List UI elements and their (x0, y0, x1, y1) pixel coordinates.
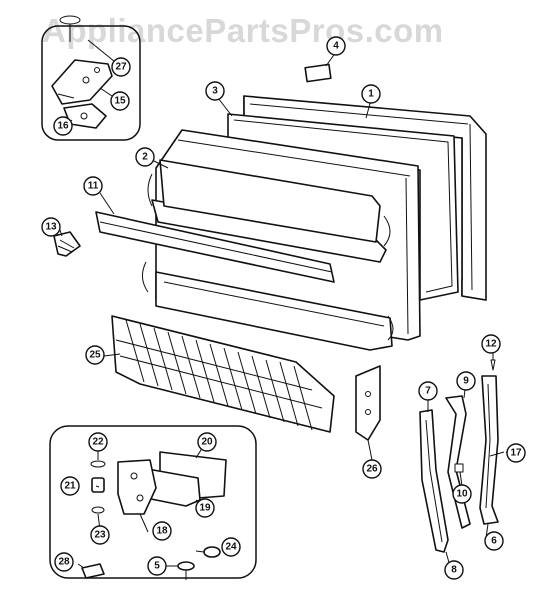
watermark-text: AppliancePartsPros.com (42, 12, 444, 49)
callout-16: 16 (53, 116, 73, 136)
svg-text:6: 6 (491, 536, 497, 547)
handle-middle (445, 395, 471, 529)
svg-text:23: 23 (94, 530, 106, 541)
door-label (304, 63, 332, 83)
svg-text:2: 2 (142, 152, 148, 163)
handle-left (419, 409, 449, 553)
callout-17: 17 (506, 443, 526, 463)
svg-text:12: 12 (485, 339, 497, 350)
callout-26: 26 (362, 459, 382, 479)
callout-4: 4 (326, 36, 346, 56)
svg-text:4: 4 (333, 41, 339, 52)
callout-12: 12 (481, 334, 501, 354)
svg-text:26: 26 (366, 464, 378, 475)
svg-text:16: 16 (57, 121, 69, 132)
svg-text:25: 25 (89, 350, 101, 361)
handle-right (479, 375, 499, 525)
svg-text:5: 5 (154, 561, 160, 572)
svg-text:20: 20 (201, 437, 213, 448)
svg-text:27: 27 (115, 62, 127, 73)
callout-22: 22 (88, 432, 108, 452)
svg-text:11: 11 (88, 181, 99, 192)
callout-18: 18 (152, 521, 172, 541)
callout-11: 11 (83, 176, 103, 196)
nut-10 (454, 463, 464, 473)
svg-text:1: 1 (368, 89, 374, 100)
svg-text:7: 7 (425, 386, 431, 397)
screw-12 (490, 359, 496, 371)
callout-10: 10 (452, 484, 472, 504)
callout-23: 23 (90, 525, 110, 545)
hardware-inset (49, 425, 257, 580)
svg-text:19: 19 (199, 503, 211, 514)
callout-3: 3 (205, 81, 225, 101)
svg-text:9: 9 (463, 376, 469, 387)
rail-clip (53, 231, 81, 257)
svg-text:22: 22 (92, 437, 104, 448)
svg-text:13: 13 (45, 222, 57, 233)
svg-text:28: 28 (58, 557, 70, 568)
callout-15: 15 (110, 91, 130, 111)
svg-text:21: 21 (64, 481, 76, 492)
callout-25: 25 (85, 345, 105, 365)
inner-door-liner (142, 129, 421, 351)
callout-8: 8 (444, 560, 464, 580)
svg-text:18: 18 (156, 526, 168, 537)
svg-text:8: 8 (451, 565, 457, 576)
callout-9: 9 (456, 371, 476, 391)
callout-20: 20 (197, 432, 217, 452)
svg-text:10: 10 (456, 489, 468, 500)
callout-21: 21 (60, 476, 80, 496)
svg-text:24: 24 (225, 542, 237, 553)
svg-text:17: 17 (510, 448, 522, 459)
svg-text:3: 3 (212, 86, 218, 97)
callout-1: 1 (361, 84, 381, 104)
callout-24: 24 (221, 537, 241, 557)
svg-text:15: 15 (114, 96, 126, 107)
screw-17 (489, 451, 505, 457)
callout-19: 19 (195, 498, 215, 518)
door-rail (95, 211, 335, 283)
callout-13: 13 (41, 217, 61, 237)
callout-27: 27 (111, 57, 131, 77)
callout-2: 2 (135, 147, 155, 167)
callout-6: 6 (484, 531, 504, 551)
callout-5: 5 (147, 556, 167, 576)
callout-28: 28 (54, 552, 74, 572)
door-bracket (355, 365, 381, 441)
wire-basket (111, 315, 335, 433)
callout-7: 7 (418, 381, 438, 401)
